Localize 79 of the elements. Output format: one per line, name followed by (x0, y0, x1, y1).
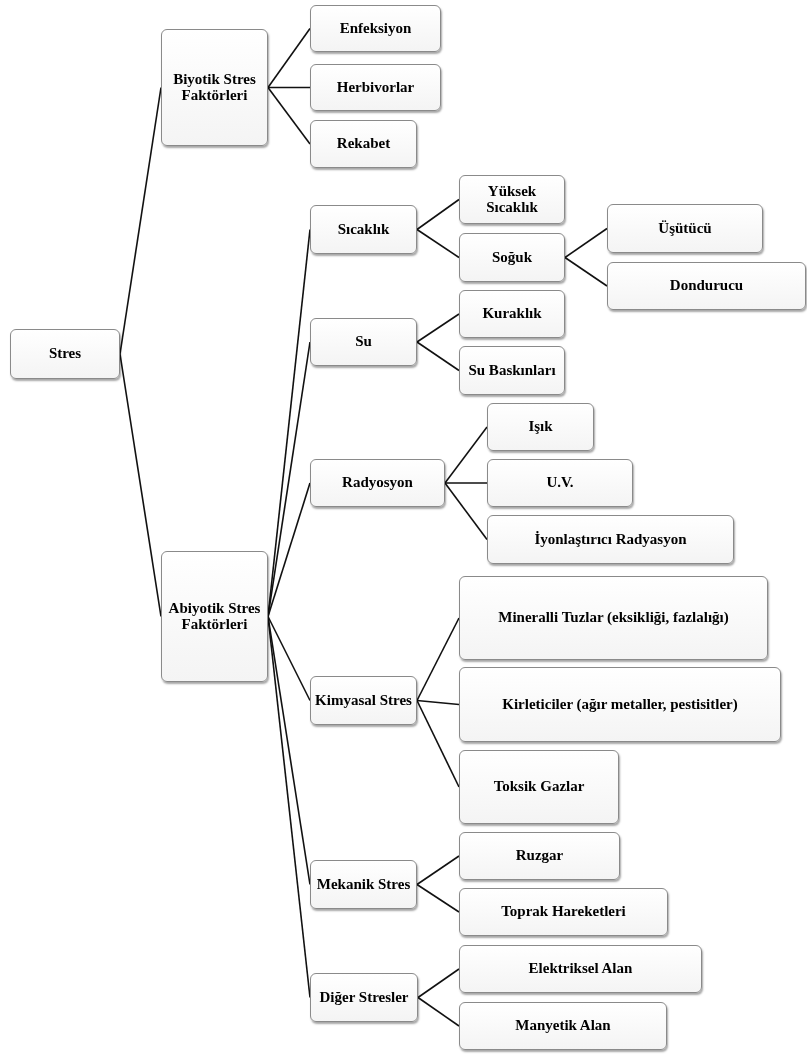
connector-line (444, 482, 488, 541)
box-label: İyonlaştırıcı Radyasyon (534, 531, 687, 548)
category-box (487, 459, 633, 507)
connector-line (119, 86, 162, 355)
box-label: Su (355, 334, 372, 350)
box-label: Soğuk (492, 249, 532, 266)
box-label: Yüksek Sıcaklık (485, 183, 539, 216)
box-label: Mekanik Stres (316, 876, 411, 893)
category-box (310, 120, 417, 168)
category-box (310, 64, 441, 111)
connector-line (416, 228, 460, 259)
box-label: Üşütücü (658, 220, 712, 237)
category-box (310, 5, 441, 52)
connector-line (119, 353, 162, 618)
box-label: Ruzgar (515, 848, 564, 864)
category-box (459, 667, 781, 742)
connector-line (416, 341, 460, 372)
box-label: Su Baskınları (468, 362, 556, 379)
box-label: Sıcaklık (337, 221, 390, 238)
connector-line (267, 27, 311, 89)
box-label: Toksik Gazlar (493, 779, 585, 795)
category-box (310, 676, 417, 725)
connector-line (444, 482, 488, 484)
category-box (161, 29, 268, 146)
box-label: Toprak Hareketleri (501, 904, 626, 920)
category-box (607, 204, 763, 253)
category-box (459, 175, 565, 224)
category-box (607, 262, 806, 310)
box-label: Kirleticiler (ağır metaller, pestisitler) (502, 696, 738, 713)
category-box (459, 832, 620, 880)
category-box (310, 205, 417, 254)
box-label: Dondurucu (669, 278, 744, 294)
box-label: Abiyotik Stres Faktörleri (167, 600, 262, 633)
box-label: Radyosyon (342, 475, 413, 491)
box-label: Biyotik Stres Faktörleri (172, 71, 257, 104)
connector-line (267, 615, 311, 702)
category-box (161, 551, 268, 682)
connector-line (416, 699, 460, 788)
box-label: Manyetik Alan (515, 1018, 611, 1034)
category-box (459, 576, 768, 660)
connector-line (416, 855, 460, 886)
box-label: Elektriksel Alan (528, 961, 633, 977)
box-label: U.V. (546, 475, 574, 491)
box-label: Herbivorlar (336, 79, 415, 96)
connector-line (416, 883, 460, 913)
connector-line (417, 968, 460, 999)
connector-line (417, 996, 460, 1027)
box-label: Mineralli Tuzlar (eksikliği, fazlalığı) (498, 610, 729, 626)
connector-line (416, 198, 460, 231)
category-box (310, 973, 418, 1022)
connector-line (564, 227, 608, 259)
connector-line (416, 699, 460, 706)
category-box (310, 459, 445, 507)
box-label: Kimyasal Stres (315, 692, 412, 709)
box-label: Işık (528, 419, 553, 435)
category-box (459, 233, 565, 282)
connector-line (267, 86, 311, 145)
box-label: Rekabet (336, 136, 391, 152)
category-box (310, 860, 417, 909)
connector-line (416, 617, 460, 702)
box-label: Enfeksiyon (339, 20, 412, 37)
connector-line (267, 86, 311, 89)
category-box (459, 945, 702, 993)
category-box (459, 290, 565, 338)
box-label: Diğer Stresler (319, 989, 409, 1006)
connector-line (416, 313, 460, 343)
connector-line (444, 426, 488, 484)
connector-line (564, 256, 608, 287)
category-box (459, 750, 619, 824)
category-box (459, 888, 668, 936)
box-label: Kuraklık (482, 306, 542, 322)
category-box (10, 329, 120, 379)
category-box (487, 403, 594, 451)
category-box (487, 515, 734, 564)
connector-line (267, 482, 311, 618)
box-label: Stres (48, 346, 82, 362)
category-box (459, 346, 565, 395)
category-box (310, 318, 417, 366)
category-box (459, 1002, 667, 1050)
